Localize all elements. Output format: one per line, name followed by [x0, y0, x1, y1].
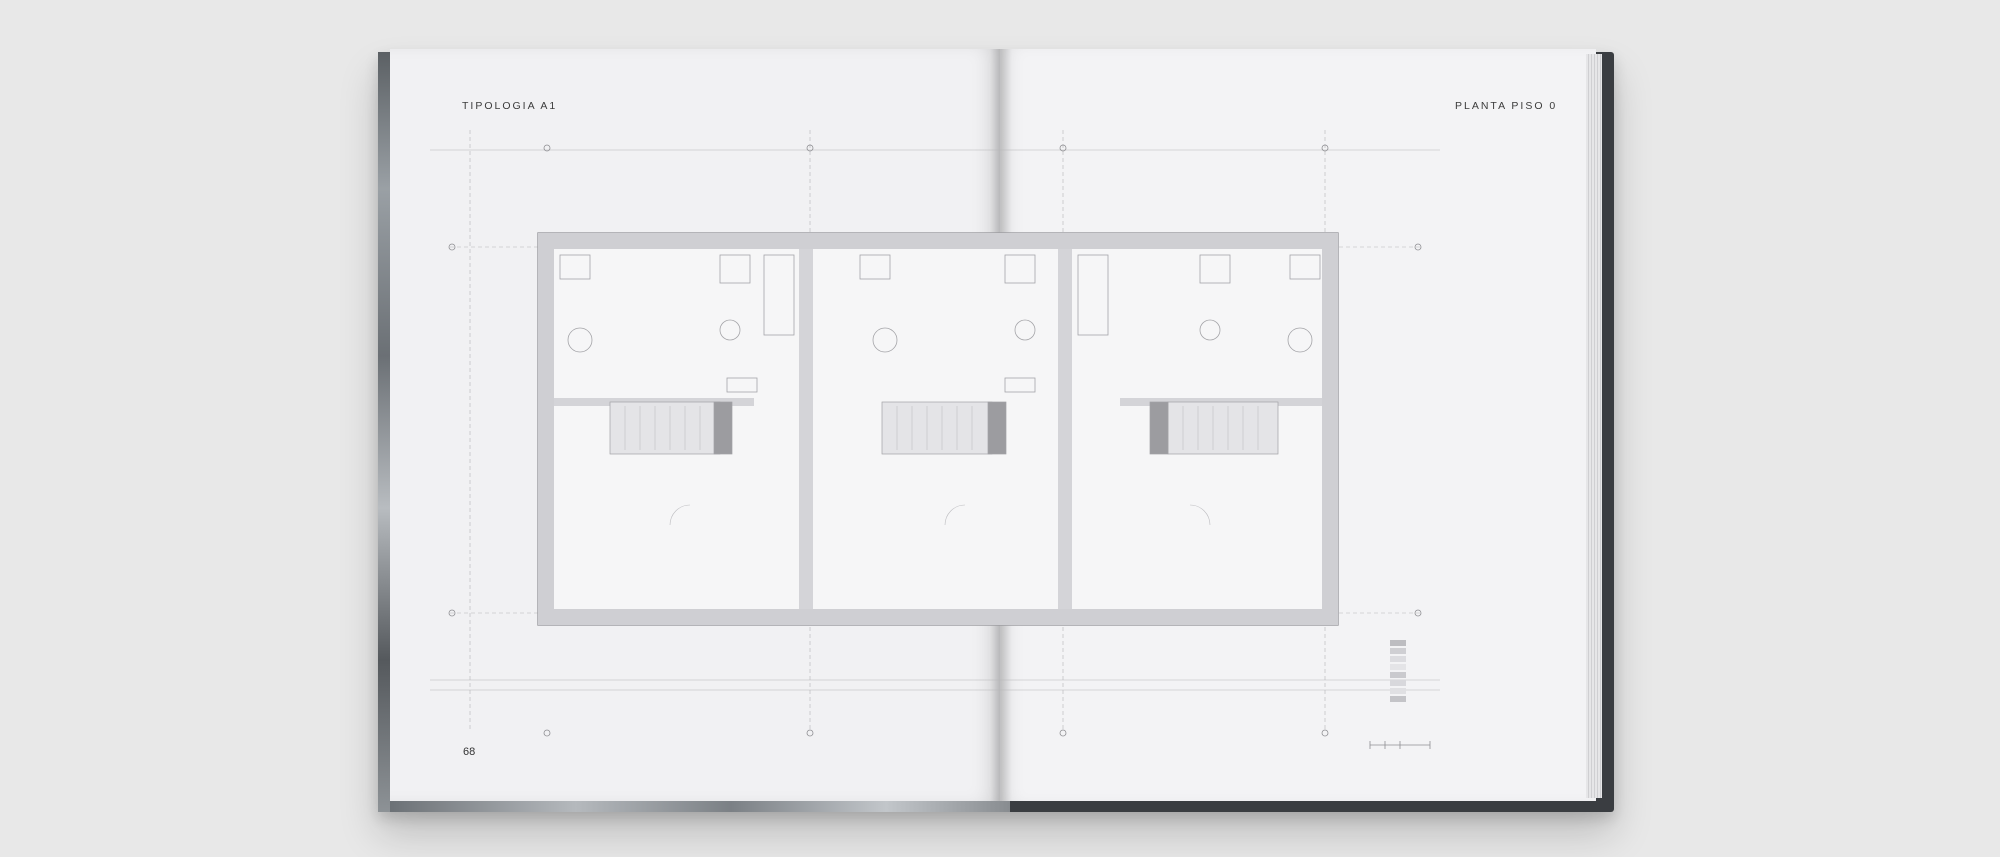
dimension-circles	[448, 144, 1422, 737]
right-page-header: PLANTA PISO 0	[1455, 100, 1558, 112]
fixtures	[559, 254, 1321, 393]
floor-plan-drawing	[430, 130, 1440, 749]
door-swings	[669, 504, 1211, 526]
legend	[1390, 640, 1406, 702]
cover-bottom-edge	[390, 800, 1010, 812]
scale-bar	[1369, 741, 1431, 749]
left-page-header: TIPOLOGIA A1	[462, 100, 558, 112]
stair-treads	[624, 406, 1259, 450]
stair-blocks	[609, 401, 1279, 455]
cover-marbled-edge	[378, 52, 392, 812]
page-edges	[1586, 54, 1602, 798]
page-number: 68	[463, 746, 476, 758]
